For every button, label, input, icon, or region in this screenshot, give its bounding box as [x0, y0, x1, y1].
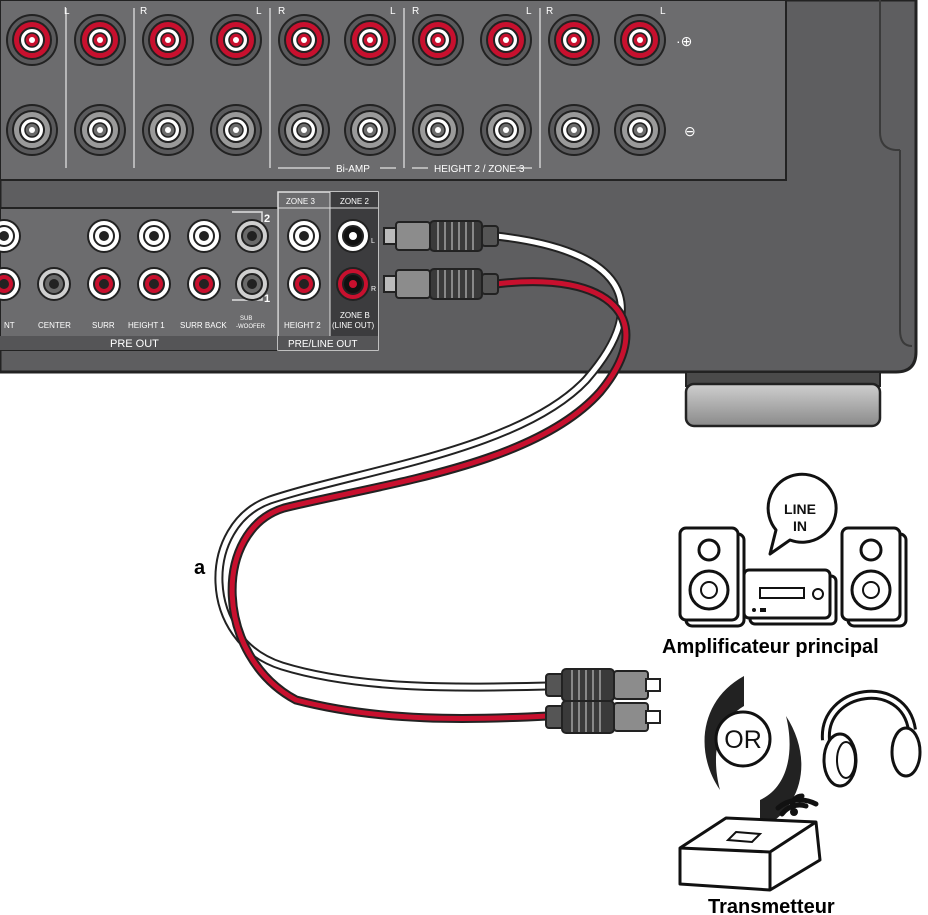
pre-line-out-label: PRE/LINE OUT — [288, 339, 357, 350]
zone2-label: ZONE 2 — [340, 197, 369, 206]
channel-l-label: L — [526, 6, 532, 17]
r-mark: R — [371, 286, 376, 293]
center-label: CENTER — [38, 321, 71, 330]
woofer-label: -WOOFER — [236, 324, 266, 330]
rca-plug-white — [383, 220, 499, 252]
line-out-label: (LINE OUT) — [332, 321, 375, 330]
transmitter-icon — [678, 816, 822, 892]
speaker-terminal-panel: L R L R L R L R L ·⊕ ⊖ Bi-AMP HEIGHT 2 /… — [0, 0, 787, 181]
zoneb-label: ZONE B — [340, 311, 370, 320]
channel-r-label: R — [140, 6, 147, 17]
channel-l-label: L — [64, 6, 70, 17]
surr-back-label: SURR BACK — [180, 321, 227, 330]
zone3-label: ZONE 3 — [286, 197, 315, 206]
height1-label: HEIGHT 1 — [128, 321, 165, 330]
zone2-white-jack — [336, 219, 370, 253]
transmitter-caption: Transmetteur — [708, 896, 835, 915]
sub-label: SUB — [240, 316, 252, 322]
plus-symbol: ·⊕ — [676, 33, 692, 49]
or-label: OR — [724, 726, 762, 754]
number-one-label: 1 — [264, 293, 270, 305]
channel-r-label: R — [412, 6, 419, 17]
wireless-signal-icon — [775, 793, 819, 817]
channel-l-label: L — [390, 6, 396, 17]
zone2-red-jack — [336, 267, 370, 301]
surr-label: SURR — [92, 321, 115, 330]
rca-cable — [214, 231, 631, 723]
amplifier-caption: Amplificateur principal — [662, 636, 879, 658]
number-two-label: 2 — [264, 213, 270, 225]
channel-l-label: L — [256, 6, 262, 17]
line-in-line2: IN — [793, 518, 807, 534]
minus-symbol: ⊖ — [684, 123, 696, 139]
rca-plug-white-end — [545, 668, 661, 702]
pre-out-panel: 2 1 NT CENTER SURR HEIGHT 1 SURR BACK SU… — [0, 207, 279, 351]
height2-label: HEIGHT 2 — [284, 321, 321, 330]
l-mark: L — [371, 238, 375, 245]
channel-r-label: R — [546, 6, 553, 17]
receiver-foot — [684, 371, 882, 428]
front-label: NT — [4, 321, 15, 330]
mini-stereo-icon — [678, 526, 908, 628]
rca-plug-red — [383, 268, 499, 300]
cable-label: a — [194, 557, 206, 579]
channel-l-label: L — [660, 6, 666, 17]
channel-r-label: R — [278, 6, 285, 17]
height2-zone3-label: HEIGHT 2 / ZONE 3 — [434, 164, 525, 175]
pre-line-out-panel: ZONE 3 ZONE 2 HEIGHT 2 ZONE B (LINE OUT)… — [277, 191, 379, 351]
line-in-line1: LINE — [784, 501, 816, 517]
biamp-label: Bi-AMP — [336, 164, 370, 175]
pre-out-label: PRE OUT — [110, 338, 159, 350]
line-in-bubble: LINE IN — [766, 472, 838, 556]
rca-plug-red-end — [545, 700, 661, 734]
headphones-icon — [820, 689, 922, 788]
